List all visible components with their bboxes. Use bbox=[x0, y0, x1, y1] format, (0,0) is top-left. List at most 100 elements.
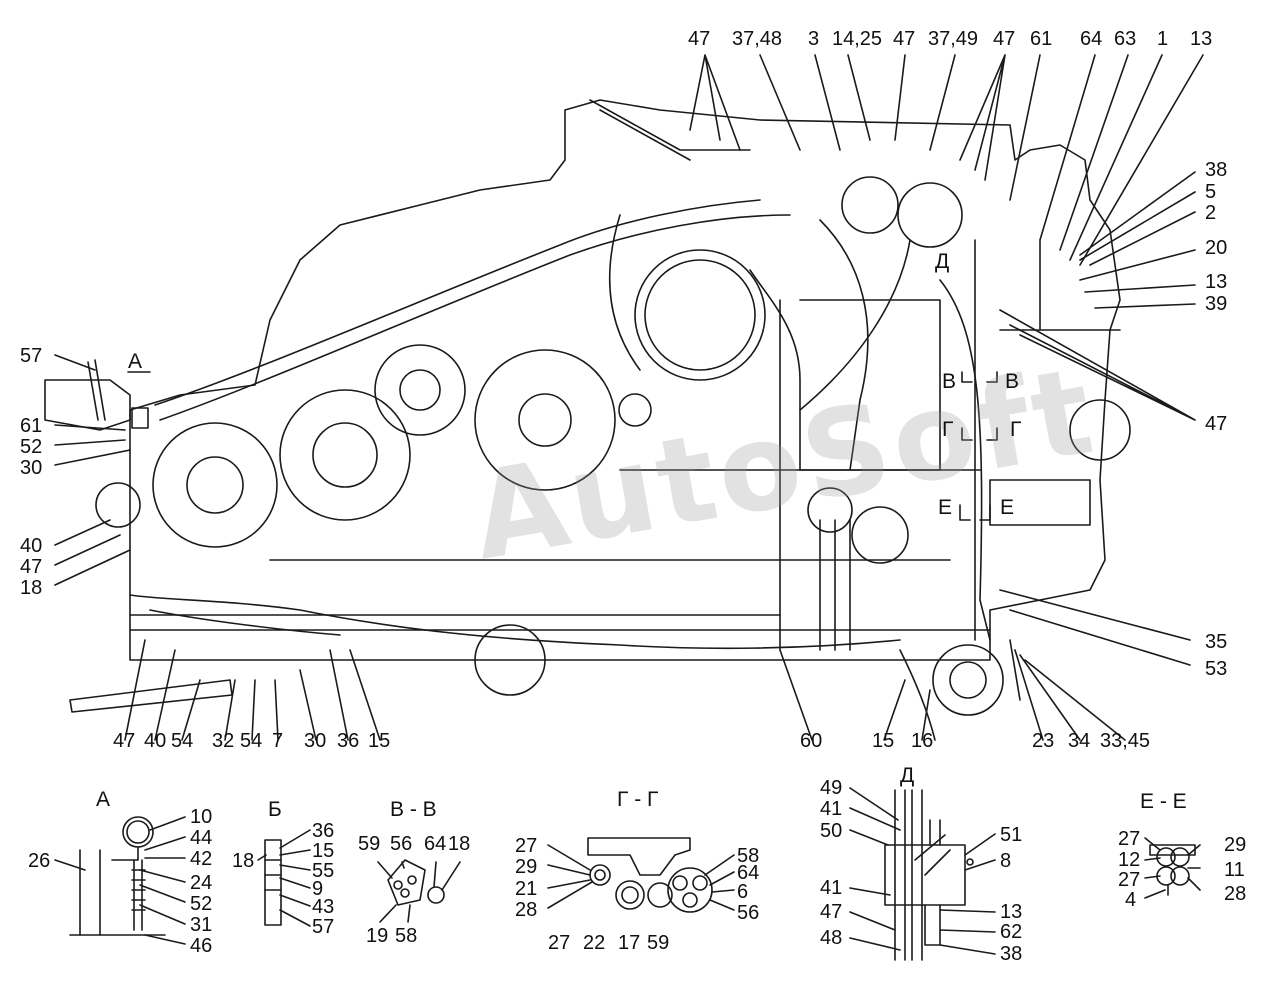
view-title-d: Д bbox=[900, 764, 915, 787]
callout: 61 bbox=[1030, 28, 1053, 50]
callout: 3 bbox=[808, 28, 820, 50]
callout: 56 bbox=[390, 833, 413, 855]
callout: 30 bbox=[304, 730, 327, 752]
callout: 15 bbox=[872, 730, 895, 752]
callout: 27 bbox=[548, 932, 571, 954]
section-marker-v-left: В bbox=[942, 370, 957, 393]
callout: 13 bbox=[1205, 271, 1228, 293]
callout: 43 bbox=[312, 896, 335, 918]
callout: 41 bbox=[820, 877, 843, 899]
callout: 18 bbox=[232, 850, 255, 872]
callout: 55 bbox=[312, 860, 335, 882]
callout: 2 bbox=[1205, 202, 1217, 224]
callout: 38 bbox=[1000, 943, 1023, 965]
callout: 60 bbox=[800, 730, 823, 752]
callout: 29 bbox=[1224, 834, 1247, 856]
callout: 47 bbox=[893, 28, 916, 50]
callout: 50 bbox=[820, 820, 843, 842]
callout: 35 bbox=[1205, 631, 1228, 653]
callout: 31 bbox=[190, 914, 213, 936]
callout: 47 bbox=[113, 730, 136, 752]
callout: 36 bbox=[312, 820, 335, 842]
callout: 57 bbox=[312, 916, 335, 938]
callout: 59 bbox=[647, 932, 670, 954]
callout: 5 bbox=[1205, 181, 1217, 203]
callout: 21 bbox=[515, 878, 538, 900]
callout: 47 bbox=[20, 556, 43, 578]
callout: 27 bbox=[1118, 828, 1141, 850]
callout: 16 bbox=[911, 730, 934, 752]
callout: 1 bbox=[1157, 28, 1169, 50]
callout: 62 bbox=[1000, 921, 1023, 943]
callout: 19 bbox=[366, 925, 389, 947]
callout: 15 bbox=[368, 730, 391, 752]
callout: 11 bbox=[1224, 859, 1245, 881]
callout: 40 bbox=[144, 730, 167, 752]
section-marker-v-right: В bbox=[1005, 370, 1020, 393]
callout: 13 bbox=[1190, 28, 1213, 50]
view-marker-a: А bbox=[128, 350, 143, 373]
callout: 37,48 bbox=[732, 28, 783, 50]
callout: 64 bbox=[737, 862, 760, 884]
view-title-gg: Г - Г bbox=[617, 788, 659, 811]
callout: 41 bbox=[820, 798, 843, 820]
view-title-b: Б bbox=[268, 798, 282, 821]
callout: 6 bbox=[737, 881, 749, 903]
callout: 23 bbox=[1032, 730, 1055, 752]
callout: 33,45 bbox=[1100, 730, 1151, 752]
callout: 44 bbox=[190, 827, 213, 849]
callout: 7 bbox=[272, 730, 284, 752]
callout: 14,25 bbox=[832, 28, 883, 50]
callout: 58 bbox=[395, 925, 418, 947]
callout: 28 bbox=[515, 899, 538, 921]
callout: 46 bbox=[190, 935, 213, 957]
callout: 20 bbox=[1205, 237, 1228, 259]
callout: 12 bbox=[1118, 849, 1141, 871]
callout: 38 bbox=[1205, 159, 1228, 181]
callout: 54 bbox=[240, 730, 263, 752]
view-title-ee: Е - Е bbox=[1140, 790, 1187, 813]
callout: 28 bbox=[1224, 883, 1247, 905]
callout: 27 bbox=[515, 835, 538, 857]
callout: 40 bbox=[20, 535, 43, 557]
callout: 59 bbox=[358, 833, 381, 855]
callout: 47 bbox=[1205, 413, 1228, 435]
section-marker-e-right: Е bbox=[1000, 496, 1015, 519]
section-marker-g-left: Г bbox=[942, 418, 954, 441]
callout: 48 bbox=[820, 927, 843, 949]
callout: 29 bbox=[515, 856, 538, 878]
callout: 53 bbox=[1205, 658, 1228, 680]
section-marker-g-right: Г bbox=[1010, 418, 1022, 441]
callout: 9 bbox=[312, 878, 324, 900]
callout: 4 bbox=[1125, 889, 1137, 911]
callout: 36 bbox=[337, 730, 360, 752]
callout: 18 bbox=[20, 577, 43, 599]
callout: 61 bbox=[20, 415, 43, 437]
callout: 56 bbox=[737, 902, 760, 924]
callout: 17 bbox=[618, 932, 641, 954]
callout: 51 bbox=[1000, 824, 1023, 846]
callout: 32 bbox=[212, 730, 235, 752]
section-marker-e-left: Е bbox=[938, 496, 953, 519]
callout: 34 bbox=[1068, 730, 1091, 752]
callout: 64 bbox=[424, 833, 447, 855]
callout: 47 bbox=[993, 28, 1016, 50]
view-title-vv: В - В bbox=[390, 798, 437, 821]
callout: 15 bbox=[312, 840, 335, 862]
callout: 58 bbox=[737, 845, 760, 867]
view-title-a: А bbox=[96, 788, 111, 811]
callout: 22 bbox=[583, 932, 606, 954]
view-marker-d: Д bbox=[935, 250, 950, 273]
callout: 47 bbox=[820, 901, 843, 923]
callout: 63 bbox=[1114, 28, 1137, 50]
callout: 37,49 bbox=[928, 28, 979, 50]
callout: 47 bbox=[688, 28, 711, 50]
callout: 30 bbox=[20, 457, 43, 479]
callout: 18 bbox=[448, 833, 471, 855]
callout: 42 bbox=[190, 848, 213, 870]
callout: 64 bbox=[1080, 28, 1103, 50]
callout: 39 bbox=[1205, 293, 1228, 315]
callout: 24 bbox=[190, 872, 213, 894]
